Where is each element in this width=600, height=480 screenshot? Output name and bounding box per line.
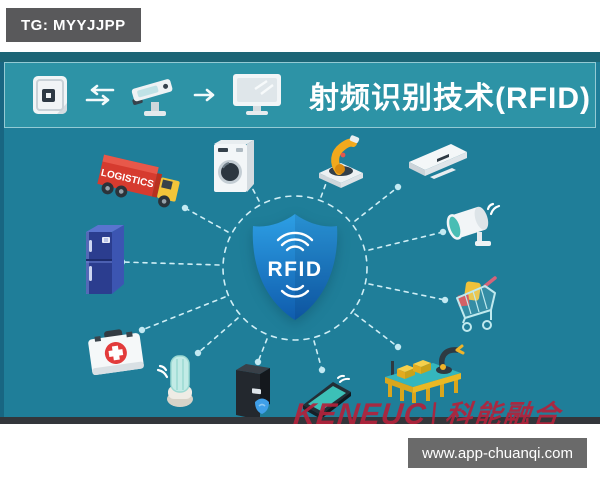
poster-header: 射频识别技术(RFID) [4, 62, 596, 128]
poster-bottom-strip [0, 417, 600, 424]
rfid-poster: 射频识别技术(RFID) [0, 52, 600, 424]
url-badge: www.app-chuanqi.com [408, 438, 587, 468]
refrigerator-icon [76, 220, 134, 307]
tablet-signal-icon [337, 374, 350, 383]
poster-title: 射频识别技术(RFID) [309, 82, 591, 115]
cfl-bulb-icon [156, 352, 202, 417]
signal-waves-icon [276, 231, 314, 298]
watermark: KENEUC|科能融合 [292, 393, 564, 424]
poster-top-strip [0, 52, 600, 62]
camera-signal-icon [486, 202, 501, 216]
shopping-cart-icon [449, 272, 501, 339]
first-aid-kit-icon [84, 322, 148, 387]
watermark-divider: | [427, 398, 441, 424]
watermark-cn-text: 科能融合 [443, 400, 563, 424]
smart-tablet-icon [298, 369, 356, 424]
watermark-brand: KENEUC [292, 398, 429, 424]
connection-lines [118, 174, 449, 374]
shield-label: RFID [268, 258, 323, 281]
transfer-arrows-icon [85, 84, 115, 106]
robot-arm-icon [314, 131, 368, 194]
card-reader-icon [131, 79, 173, 116]
rfid-shield: RFID [252, 214, 338, 320]
water-dispenser-icon [226, 358, 278, 424]
monitor-icon [233, 74, 281, 115]
washing-machine-icon [211, 136, 257, 201]
logistics-truck-icon: LOGISTICS [92, 146, 192, 229]
arrow-right-icon [193, 88, 215, 102]
conveyor-robot-icon [381, 341, 473, 408]
security-camera-icon [444, 196, 502, 259]
bulb-signal-icon [156, 364, 169, 379]
rfid-tag-icon [33, 76, 67, 114]
tg-badge: TG: MYYJJPP [6, 8, 141, 42]
air-conditioner-icon [403, 136, 473, 193]
